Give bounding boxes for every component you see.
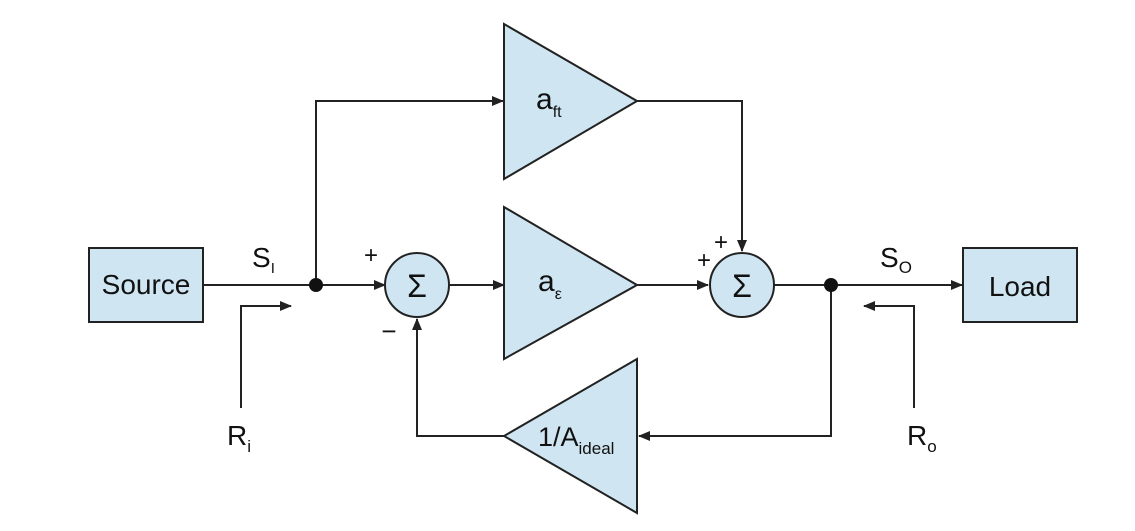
- source-label: Source: [102, 269, 191, 300]
- feedthrough-gain-label: aft: [536, 83, 562, 121]
- input-signal-label: SI: [252, 242, 275, 277]
- error-amplifier: aε: [503, 205, 640, 361]
- wire-to-feedthrough-amp: [315, 96, 504, 285]
- input-resistance-label: Ri: [227, 420, 251, 456]
- feedback-gain-label: 1/Aideal: [538, 422, 614, 458]
- output-junction-dot: [824, 278, 838, 292]
- feedthrough-amplifier: aft: [503, 22, 639, 181]
- wire-feedthrough-to-right-summer: [637, 100, 747, 252]
- error-gain-label: aε: [538, 265, 562, 303]
- right-summer-top-plus-sign: +: [714, 229, 728, 256]
- left-summing-junction: Σ + −: [364, 242, 450, 346]
- right-summing-junction: Σ + +: [697, 229, 775, 318]
- output-signal-label: SO: [880, 242, 912, 277]
- right-summer-left-plus-sign: +: [697, 247, 711, 274]
- right-summer-sigma: Σ: [732, 268, 752, 304]
- left-summer-sigma: Σ: [407, 268, 427, 304]
- output-resistance-arrow: [863, 301, 915, 408]
- left-summer-minus-sign: −: [381, 316, 396, 346]
- load-block: Load: [962, 247, 1078, 323]
- input-junction-dot: [309, 278, 323, 292]
- left-summer-plus-sign: +: [364, 242, 378, 269]
- load-label: Load: [989, 271, 1051, 302]
- wire-output-to-feedback-amp: [638, 285, 832, 441]
- feedback-amplifier: 1/Aideal: [502, 357, 638, 515]
- wire-feedback-to-left-summer: [412, 318, 504, 437]
- input-resistance-arrow: [240, 301, 292, 408]
- source-block: Source: [88, 247, 204, 323]
- signal-wires: [203, 96, 963, 441]
- output-resistance-label: Ro: [907, 420, 937, 456]
